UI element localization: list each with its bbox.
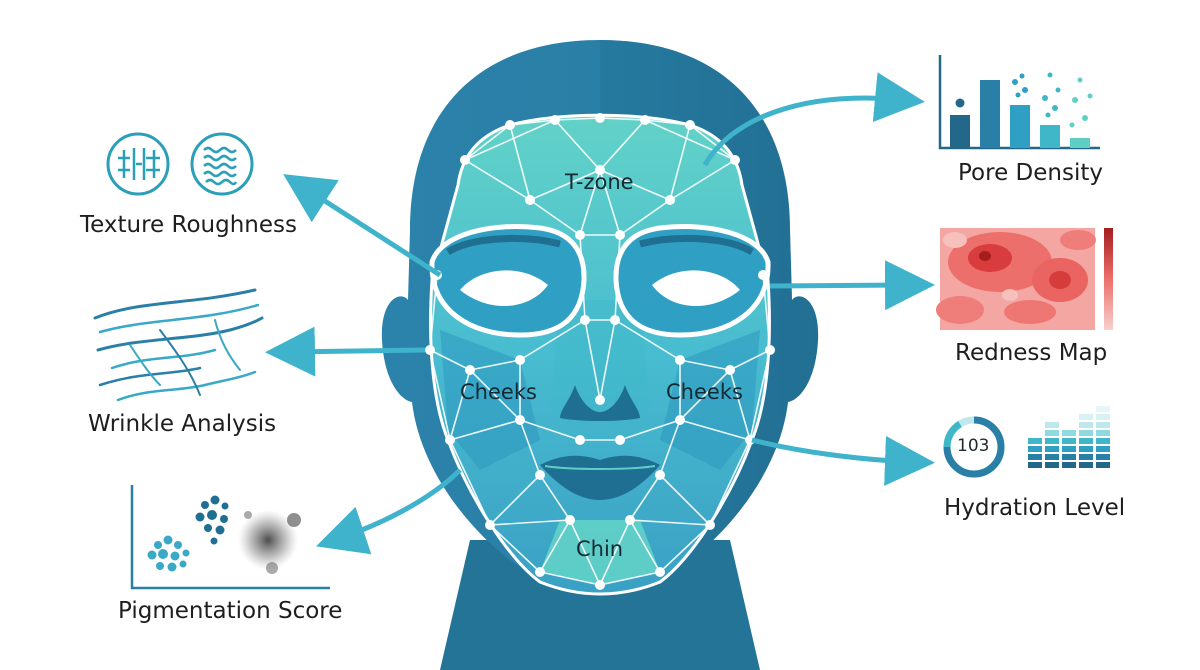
wave-texture-icon: [190, 132, 254, 196]
hydration-bar-block: [1079, 446, 1093, 452]
hydration-bar-block: [1079, 414, 1093, 420]
chin-zone: [540, 520, 660, 585]
hydration-bar-block: [1079, 430, 1093, 436]
pore-density-label: Pore Density: [958, 160, 1103, 186]
arrow-hydration: [751, 435, 935, 486]
hydration-bar-block: [1096, 446, 1110, 452]
hydration-bar-block: [1062, 438, 1076, 444]
pore-bar-chart-icon: [938, 55, 1100, 150]
zone-cheek-right-label: Cheeks: [666, 380, 743, 404]
zone-tzone-label: T-zone: [565, 170, 634, 194]
redness-heatmap-icon: [936, 228, 1113, 330]
hydration-bar-block: [1096, 462, 1110, 468]
left-eye: [429, 224, 587, 338]
arrow-wrinkle: [265, 326, 426, 377]
right-eye: [613, 224, 771, 338]
hydration-bar-block: [1028, 462, 1042, 468]
hydration-bar-block: [1079, 422, 1093, 428]
nose: [560, 385, 640, 421]
grid-texture-icon: [106, 132, 170, 196]
hydration-bar-block: [1045, 454, 1059, 460]
hydration-bar-block: [1045, 430, 1059, 436]
arrow-redness: [769, 260, 935, 311]
zone-chin-label: Chin: [576, 537, 624, 561]
hydration-bar-block: [1096, 422, 1110, 428]
hydration-bar-block: [1096, 430, 1110, 436]
hydration-bar-block: [1045, 446, 1059, 452]
wrinkle-lines-icon: [93, 288, 264, 402]
hydration-bar-block: [1062, 430, 1076, 436]
arrow-pigmentation: [316, 468, 462, 555]
connector-arrows: [265, 72, 935, 555]
texture-roughness-label: Texture Roughness: [80, 212, 297, 238]
hydration-bar-block: [1079, 462, 1093, 468]
hydration-bar-block: [1096, 454, 1110, 460]
arrow-texture: [283, 174, 442, 278]
hydration-bar-block: [1079, 438, 1093, 444]
hydration-bar-block: [1062, 462, 1076, 468]
hydration-bar-block: [1062, 446, 1076, 452]
wrinkle-analysis-label: Wrinkle Analysis: [88, 411, 277, 437]
mouth: [540, 455, 660, 500]
hydration-bar-block: [1079, 454, 1093, 460]
hydration-bar-block: [1096, 414, 1110, 420]
hydration-bar-block: [1028, 438, 1042, 444]
pigmentation-score-label: Pigmentation Score: [118, 598, 343, 624]
arrow-pore: [702, 72, 925, 167]
hydration-gauge-value: 103: [957, 436, 990, 456]
hydration-bar-block: [1045, 462, 1059, 468]
hydration-bar-block: [1096, 406, 1110, 412]
redness-map-label: Redness Map: [955, 340, 1108, 366]
hydration-bar-block: [1045, 422, 1059, 428]
hydration-gauge-icon: [943, 416, 1005, 478]
face-mask: [425, 113, 775, 596]
hydration-bar-block: [1028, 446, 1042, 452]
hydration-level-bars: [1028, 406, 1110, 468]
hydration-level-label: Hydration Level: [944, 495, 1126, 521]
pigment-spots-icon: [130, 485, 330, 590]
hydration-bar-block: [1028, 454, 1042, 460]
neck: [440, 540, 760, 670]
hydration-bar-block: [1096, 438, 1110, 444]
zone-cheek-left-label: Cheeks: [460, 380, 537, 404]
hydration-bar-block: [1062, 454, 1076, 460]
hydration-bar-block: [1045, 438, 1059, 444]
